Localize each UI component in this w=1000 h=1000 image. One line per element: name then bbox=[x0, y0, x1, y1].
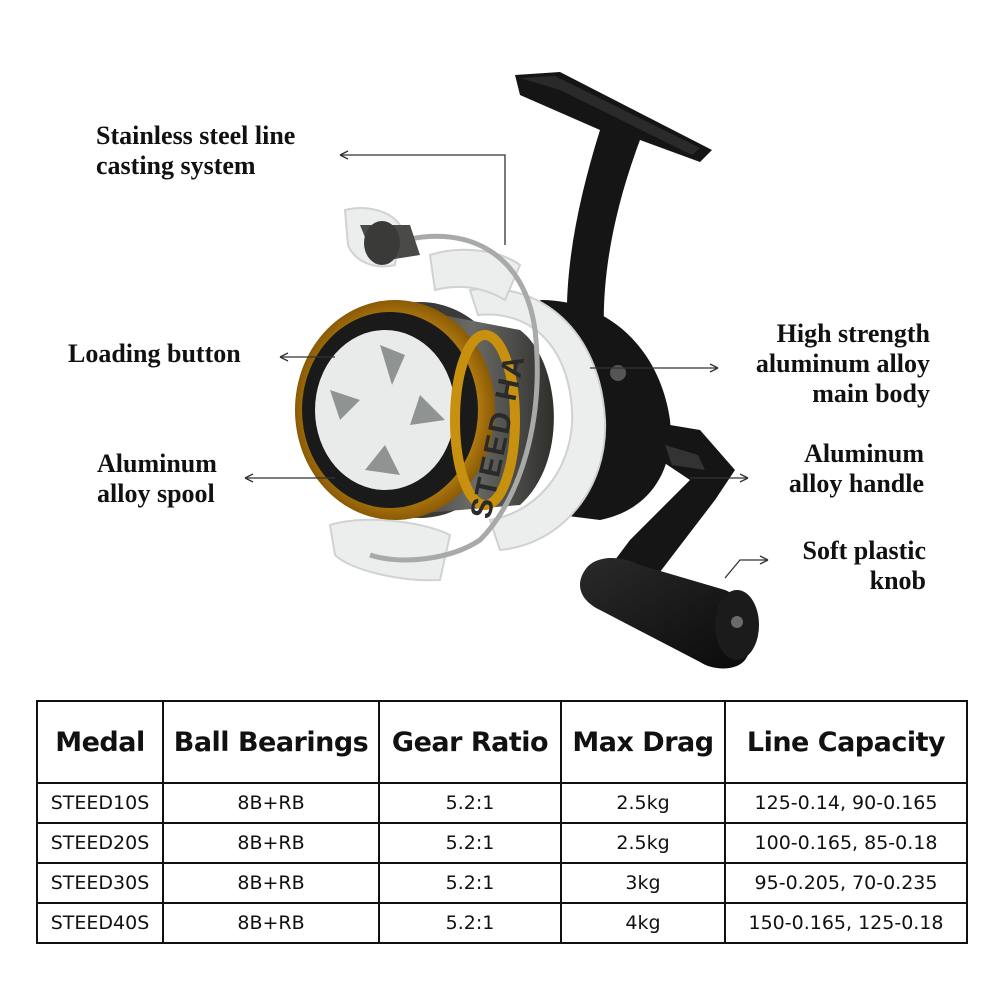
cell-model: STEED10S bbox=[36, 782, 164, 824]
cell-ball-bearings: 8B+RB bbox=[162, 862, 380, 904]
table-row: STEED20S 8B+RB 5.2:1 2.5kg 100-0.165, 85… bbox=[36, 822, 968, 864]
header-medal: Medal bbox=[36, 700, 164, 784]
arrow-spool bbox=[244, 473, 254, 483]
cell-model: STEED30S bbox=[36, 862, 164, 904]
header-max-drag: Max Drag bbox=[560, 700, 726, 784]
arrow-knob bbox=[759, 555, 769, 565]
header-line-capacity: Line Capacity bbox=[724, 700, 968, 784]
callout-knob: Soft plastic knob bbox=[802, 536, 927, 595]
cell-line-capacity: 150-0.165, 125-0.18 bbox=[724, 902, 968, 944]
table-row: STEED10S 8B+RB 5.2:1 2.5kg 125-0.14, 90-… bbox=[36, 782, 968, 824]
cell-line-capacity: 100-0.165, 85-0.18 bbox=[724, 822, 968, 864]
leader-casting-system bbox=[340, 154, 506, 245]
cell-max-drag: 4kg bbox=[560, 902, 726, 944]
reel-rotor bbox=[328, 207, 607, 582]
cell-ball-bearings: 8B+RB bbox=[162, 822, 380, 864]
cell-max-drag: 2.5kg bbox=[560, 782, 726, 824]
table-row: STEED40S 8B+RB 5.2:1 4kg 150-0.165, 125-… bbox=[36, 902, 968, 944]
arrow-casting-system bbox=[339, 150, 349, 160]
cell-line-capacity: 95-0.205, 70-0.235 bbox=[724, 862, 968, 904]
cell-ball-bearings: 8B+RB bbox=[162, 902, 380, 944]
reel-foot bbox=[515, 72, 712, 360]
arrow-main-body bbox=[709, 363, 719, 373]
cell-max-drag: 3kg bbox=[560, 862, 726, 904]
arrow-loading-button bbox=[279, 352, 289, 362]
callout-handle: Aluminum alloy handle bbox=[788, 439, 924, 498]
fishing-reel-illustration: STEED HA bbox=[244, 72, 769, 669]
cell-gear-ratio: 5.2:1 bbox=[378, 822, 562, 864]
callout-loading-button: Loading button bbox=[68, 339, 241, 368]
cell-max-drag: 2.5kg bbox=[560, 822, 726, 864]
reel-spool bbox=[295, 300, 554, 520]
leader-knob bbox=[724, 559, 768, 579]
callout-main-body: High strength aluminum alloy main body bbox=[755, 319, 930, 408]
reel-bail bbox=[360, 221, 540, 563]
arrow-handle bbox=[739, 473, 749, 483]
reel-main-body bbox=[540, 300, 671, 520]
reel-handle bbox=[600, 420, 735, 600]
loading-button-icon bbox=[330, 345, 445, 475]
callout-casting-system: Stainless steel line casting system bbox=[96, 121, 296, 180]
cell-gear-ratio: 5.2:1 bbox=[378, 782, 562, 824]
table-header-row: Medal Ball Bearings Gear Ratio Max Drag … bbox=[36, 700, 968, 784]
cell-model: STEED40S bbox=[36, 902, 164, 944]
callout-leaders bbox=[244, 150, 769, 579]
header-ball-bearings: Ball Bearings bbox=[162, 700, 380, 784]
cell-line-capacity: 125-0.14, 90-0.165 bbox=[724, 782, 968, 824]
cell-model: STEED20S bbox=[36, 822, 164, 864]
callout-spool: Aluminum alloy spool bbox=[97, 449, 217, 508]
reel-knob bbox=[580, 558, 759, 669]
header-gear-ratio: Gear Ratio bbox=[378, 700, 562, 784]
cell-ball-bearings: 8B+RB bbox=[162, 782, 380, 824]
cell-gear-ratio: 5.2:1 bbox=[378, 902, 562, 944]
spec-table: Medal Ball Bearings Gear Ratio Max Drag … bbox=[36, 700, 968, 944]
cell-gear-ratio: 5.2:1 bbox=[378, 862, 562, 904]
table-row: STEED30S 8B+RB 5.2:1 3kg 95-0.205, 70-0.… bbox=[36, 862, 968, 904]
